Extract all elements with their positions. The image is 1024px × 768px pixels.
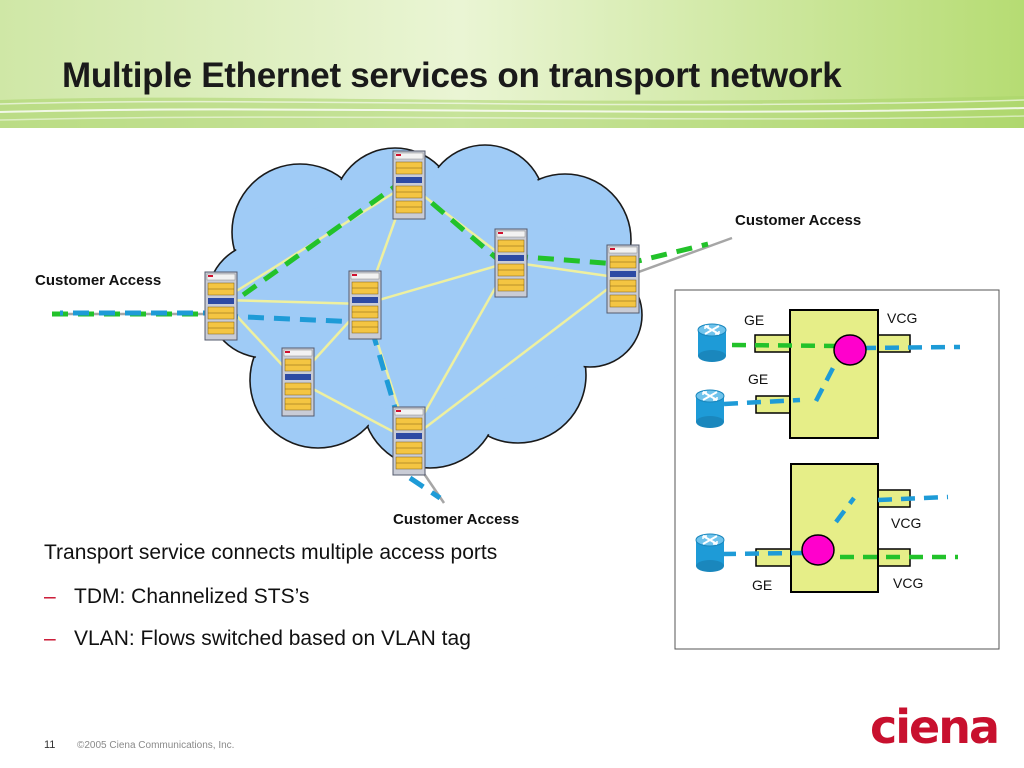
node-center: [348, 270, 382, 340]
page-number: 11: [44, 739, 56, 751]
port-label-vcg: VCG: [893, 575, 924, 591]
ciena-logo: ciena: [870, 700, 1000, 754]
node-south: [392, 406, 426, 476]
vlan-switch-point: [833, 334, 867, 366]
router-icon: [697, 323, 727, 363]
bullet-marker: –: [44, 627, 56, 650]
bullet-item: –VLAN: Flows switched based on VLAN tag: [44, 627, 471, 651]
inset-top-device: [723, 309, 961, 439]
vlan-switch-point: [801, 534, 835, 566]
port-label-vcg: VCG: [887, 310, 918, 326]
bullet-heading: Transport service connects multiple acce…: [44, 541, 498, 564]
green-service-flow: [52, 177, 709, 317]
bullet-text: VLAN: Flows switched based on VLAN tag: [74, 627, 471, 650]
port-label-vcg: VCG: [891, 515, 922, 531]
node-northeast: [494, 228, 528, 298]
bullet-marker: –: [44, 585, 56, 608]
node-west: [204, 271, 238, 341]
port-label-ge: GE: [752, 577, 773, 593]
node-east: [606, 244, 640, 314]
bullet-text: TDM: Channelized STS’s: [74, 585, 310, 608]
bullet-item: –TDM: Channelized STS’s: [44, 585, 309, 609]
inset-bottom-device: [721, 463, 958, 593]
port-label-ge: GE: [748, 371, 769, 387]
port-label-ge: GE: [744, 312, 765, 328]
node-southwest: [281, 347, 315, 417]
router-icon: [695, 389, 725, 429]
node-north: [392, 150, 426, 220]
router-icon: [695, 533, 725, 573]
customer-access-label: Customer Access: [35, 272, 162, 289]
customer-access-label: Customer Access: [393, 511, 520, 528]
header-band: [0, 0, 1024, 128]
slide-title: Multiple Ethernet services on transport …: [62, 56, 842, 95]
copyright-notice: ©2005 Ciena Communications, Inc.: [77, 740, 235, 751]
customer-access-label: Customer Access: [735, 212, 862, 229]
